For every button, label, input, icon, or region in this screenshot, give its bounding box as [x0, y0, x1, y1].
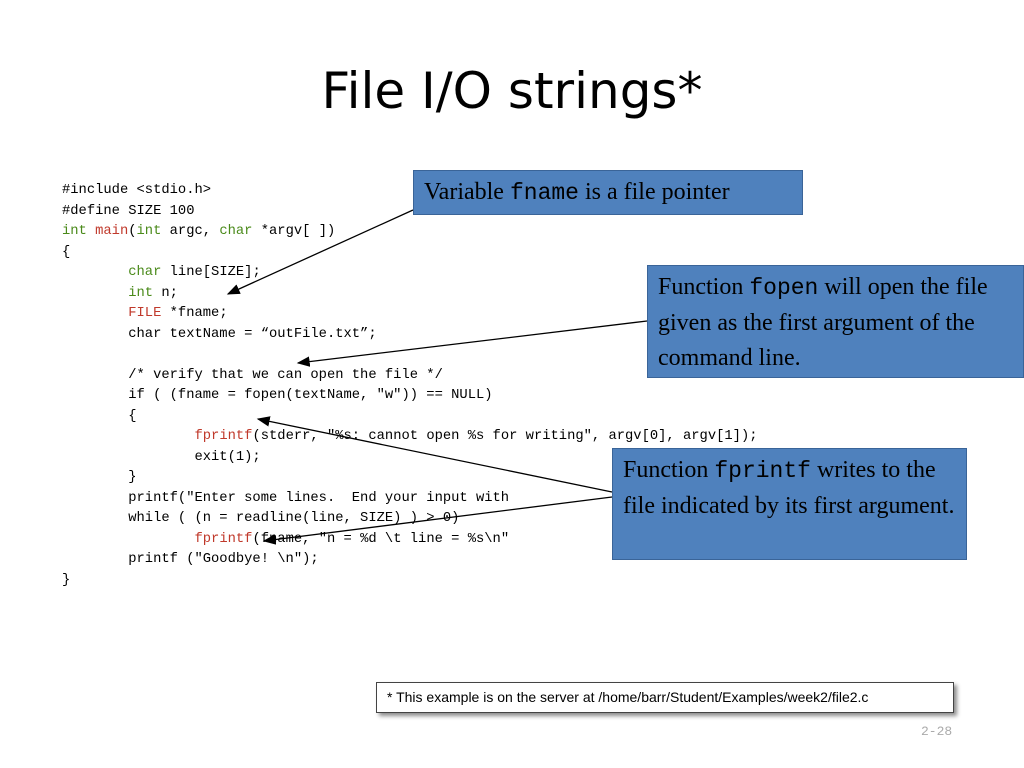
code-line: }: [62, 571, 758, 592]
code-text: line[SIZE];: [161, 265, 261, 280]
callout-fprintf-pre: Function: [623, 457, 715, 483]
code-line: fprintf(stderr, "%s: cannot open %s for …: [62, 427, 758, 448]
code-text: *fname;: [161, 306, 228, 321]
code-line: exit(1);: [62, 448, 758, 469]
code-text: }: [62, 470, 137, 485]
code-text: argc,: [161, 224, 220, 239]
code-keyword: int: [136, 224, 162, 239]
code-text: [62, 286, 128, 301]
code-text: exit(1);: [62, 449, 261, 465]
code-function: fprintf: [194, 429, 253, 444]
code-text: char textName = “outFile.txt”;: [62, 326, 377, 342]
page-number: 2-28: [921, 724, 953, 739]
code-keyword: int: [128, 285, 154, 301]
code-text: (: [128, 224, 137, 239]
code-text: {: [62, 244, 71, 260]
code-text: #include <stdio.h>: [62, 183, 212, 198]
code-text: [62, 306, 128, 321]
callout-fopen-pre: Function: [658, 274, 750, 300]
callout-fopen-post: will open: [818, 274, 915, 300]
code-line: {: [62, 407, 758, 428]
code-text: [62, 532, 194, 547]
footnote-box: * This example is on the server at /home…: [376, 682, 954, 713]
callout-fname-code: fname: [509, 180, 579, 206]
code-text: [62, 265, 128, 280]
code-text: (fname, "n = %d \t line = %s\n": [252, 531, 510, 547]
code-line: int main(int argc, char *argv[ ]): [62, 222, 758, 243]
code-function: main: [95, 224, 129, 239]
callout-fopen: Function fopen will open the file given …: [647, 265, 1024, 378]
code-text: (stderr, "%s: cannot open %s for writing…: [252, 429, 758, 444]
code-keyword: char: [219, 224, 253, 239]
code-text: while ( (n = readline(line, SIZE) ) > 0): [62, 511, 460, 526]
callout-fprintf-code: fprintf: [714, 458, 811, 484]
callout-fname-post: is a file pointer: [578, 179, 730, 205]
slide-title: File I/O strings*: [321, 62, 703, 120]
callout-fname: Variable fname is a file pointer: [413, 170, 803, 215]
code-text: {: [62, 408, 137, 424]
callout-fopen-code: fopen: [749, 275, 819, 301]
code-text: if ( (fname = fopen(textName, "w")) == N…: [62, 388, 493, 403]
code-line: #include <stdio.h>: [62, 181, 758, 202]
callout-fname-pre: Variable: [424, 179, 510, 205]
code-line: if ( (fname = fopen(textName, "w")) == N…: [62, 386, 758, 407]
code-line: int n;: [62, 284, 758, 305]
callout-fopen-rest: the file given as the first argument of …: [658, 274, 988, 371]
code-text: [62, 429, 194, 444]
code-function: fprintf: [194, 531, 253, 547]
code-text: printf("Enter some lines. End your input…: [62, 490, 510, 506]
code-line: printf ("Goodbye! \n");: [62, 550, 758, 571]
code-text: [87, 224, 95, 239]
code-keyword: int: [62, 224, 87, 239]
code-text: printf ("Goodbye! \n");: [62, 552, 319, 567]
code-line: FILE *fname;: [62, 304, 758, 325]
code-line: #define SIZE 100: [62, 202, 758, 223]
callout-fprintf-post: writes to: [810, 457, 901, 483]
code-text: n;: [153, 285, 178, 301]
code-line: {: [62, 243, 758, 264]
callout-fprintf: Function fprintf writes to the file indi…: [612, 448, 967, 560]
code-text: *argv[ ]): [252, 224, 336, 239]
code-text: #define SIZE 100: [62, 203, 195, 219]
code-line: /* verify that we can open the file */: [62, 366, 758, 387]
code-line: }: [62, 468, 758, 489]
code-keyword: char: [128, 265, 162, 280]
callout-fprintf-rest: the file indicated by its first argument…: [623, 457, 955, 519]
code-text: }: [62, 572, 71, 588]
code-text: /* verify that we can open the file */: [62, 367, 443, 383]
code-function: FILE: [128, 306, 162, 321]
